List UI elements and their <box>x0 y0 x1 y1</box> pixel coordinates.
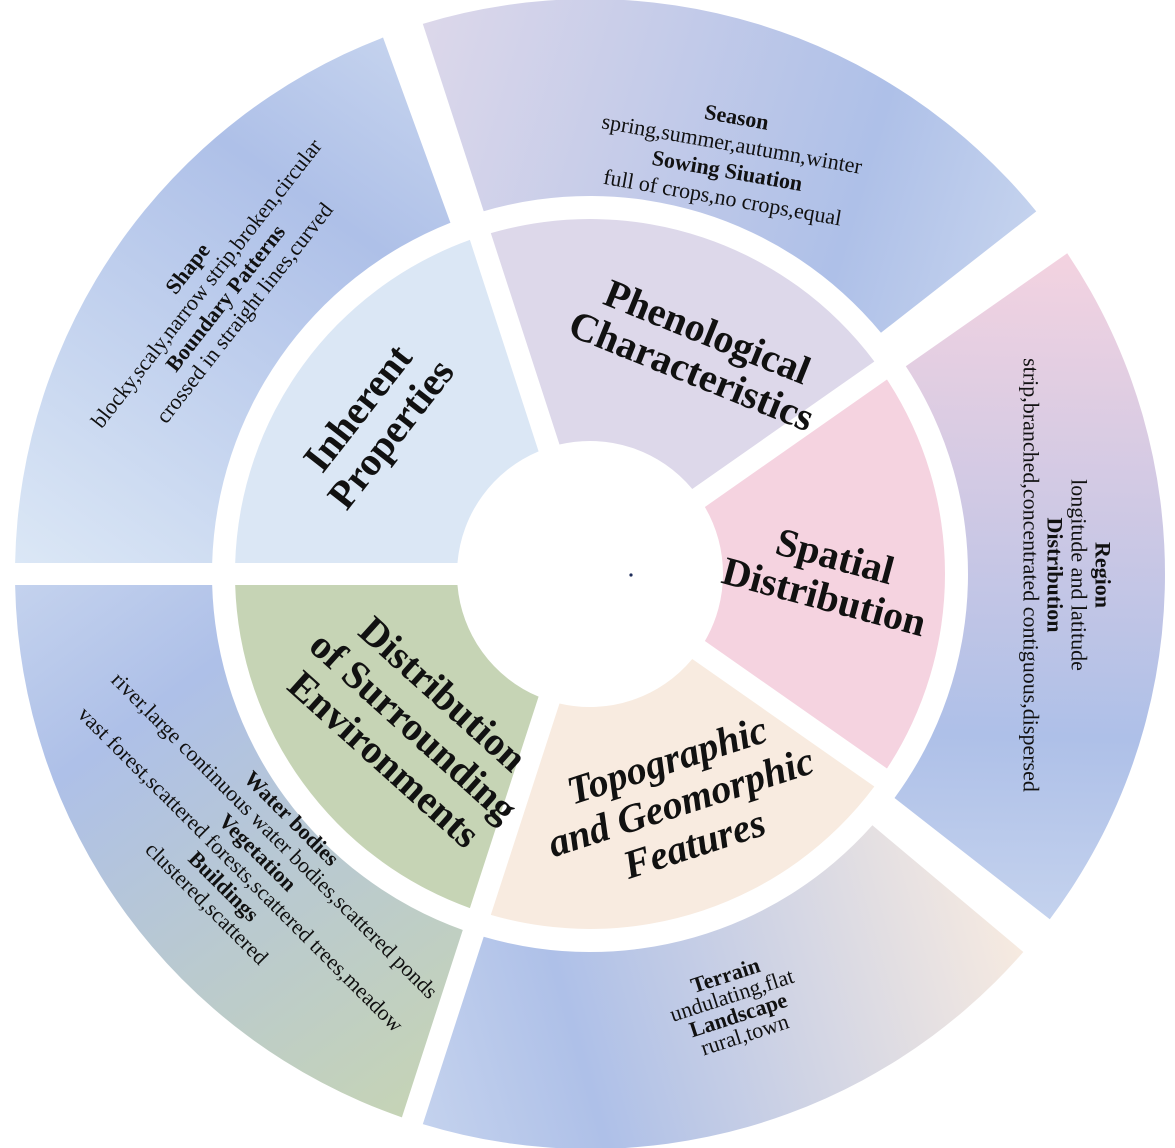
outer-segment-topographic <box>422 825 1024 1148</box>
outer-segment-inherent <box>15 37 451 564</box>
detail-value: strip,branched,concentrated contiguous,d… <box>1019 358 1044 792</box>
outer-segment-surroundings <box>15 584 463 1118</box>
inner-segment-surroundings <box>235 584 539 909</box>
center-dot <box>629 573 633 577</box>
inner-ring <box>235 218 946 929</box>
outer-segment-spatial <box>894 253 1166 920</box>
inner-segment-inherent <box>235 239 539 564</box>
detail-heading: Distribution <box>1043 518 1068 633</box>
detail-heading: Region <box>1091 542 1116 608</box>
inner-segment-topographic <box>490 659 875 929</box>
inner-segment-spatial <box>704 379 946 769</box>
outer-ring <box>15 0 1166 1148</box>
outer-segment-phenological <box>422 0 1037 333</box>
inner-segment-phenological <box>490 218 875 489</box>
detail-value: longitude and latitude <box>1067 479 1092 671</box>
